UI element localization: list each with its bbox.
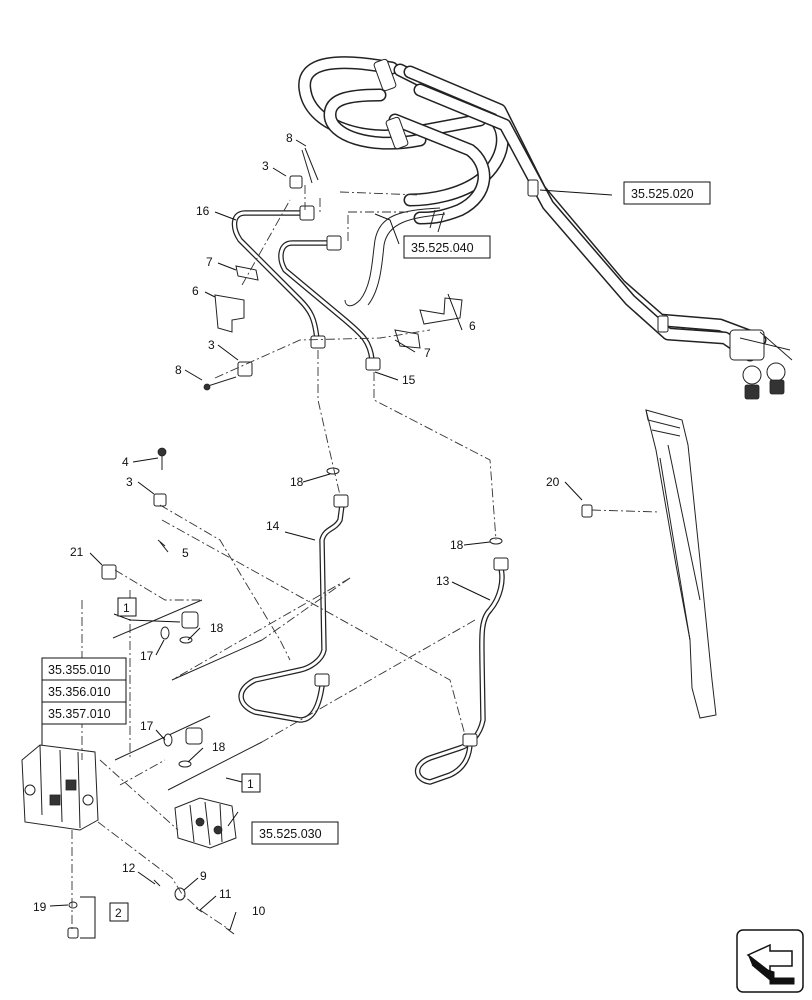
ref-35-525-020[interactable]: 35.525.020 [631,187,694,201]
tube-15 [278,235,381,371]
ref-box-35-525-030[interactable] [251,821,339,845]
callout-18-a: 18 [290,475,304,489]
control-valve-block [21,744,99,831]
bracket-6-right [419,297,463,325]
callout-6-right: 6 [469,319,476,333]
cover-panel [645,409,717,719]
callout-8-top: 8 [286,131,293,145]
tube-16 [231,205,326,349]
bolt-4 [157,447,167,470]
callout-labels: 8 3 16 7 6 3 8 6 7 15 4 3 5 18 18 14 13 … [33,131,560,918]
ref-35-356-010[interactable]: 35.356.010 [48,685,111,699]
callout-7-left: 7 [206,255,213,269]
seal-18-b [489,537,503,545]
callout-13: 13 [436,574,450,588]
ref-35-357-010[interactable]: 35.357.010 [48,707,111,721]
kit-1-bottom-label: 1 [247,777,254,791]
callout-18-c: 18 [210,621,224,635]
kit-labels: 1 1 2 [109,597,261,922]
ref-box-35-525-020[interactable] [623,181,711,205]
callout-16: 16 [196,204,210,218]
ref-35-525-040[interactable]: 35.525.040 [411,241,474,255]
callout-17-b: 17 [140,719,154,733]
hose-end-fittings [729,329,793,400]
kit-1-top-label: 1 [123,601,130,615]
pump-assembly [174,797,237,849]
callout-20: 20 [546,475,560,489]
hardware-bottom [67,879,235,939]
clip-3-mid [237,361,253,377]
callout-12: 12 [122,861,136,875]
tube-14 [238,494,349,723]
callout-11: 11 [219,887,232,901]
clip-20 [581,504,593,518]
seal-18-a [326,467,340,475]
callout-10: 10 [252,904,266,918]
callout-5: 5 [182,546,189,560]
clip-3-low [153,493,167,507]
callout-9: 9 [200,869,207,883]
fitting-group-bottom [114,715,263,791]
callout-3-low: 3 [126,475,133,489]
ref-box-35-357-010[interactable] [41,701,127,725]
callout-7-right: 7 [424,346,431,360]
hose-bundle [298,56,793,400]
cap-21 [101,564,117,580]
section-references[interactable]: 35.525.020 35.525.040 35.525.030 35.355.… [41,181,711,845]
ref-35-355-010[interactable]: 35.355.010 [48,663,111,677]
bolt-8-lower [203,376,237,391]
bracket-7-left [235,265,259,281]
ref-35-525-030[interactable]: 35.525.030 [259,827,322,841]
callout-4: 4 [122,455,129,469]
fitting-group-top [112,599,263,681]
tube-13 [414,557,509,785]
callout-14: 14 [266,519,280,533]
bracket-6-left [214,294,245,333]
callout-19: 19 [33,900,47,914]
arrow-navigation-icon[interactable] [736,929,804,993]
screw-5 [157,539,166,547]
callout-8-lower: 8 [175,363,182,377]
clip-3-top [289,147,319,189]
callout-3-top: 3 [262,159,269,173]
callout-17-a: 17 [140,649,154,663]
callout-18-d: 18 [212,740,226,754]
bracket-7-right [394,329,421,349]
callout-15: 15 [402,373,416,387]
assembly-center-lines [71,185,661,931]
kit-2-label: 2 [115,906,122,920]
ref-box-35-525-040[interactable] [403,235,491,259]
callout-18-b: 18 [450,538,464,552]
leader-lines [41,139,613,939]
callout-21: 21 [70,545,84,559]
callout-3-mid: 3 [208,338,215,352]
callout-6-left: 6 [192,284,199,298]
